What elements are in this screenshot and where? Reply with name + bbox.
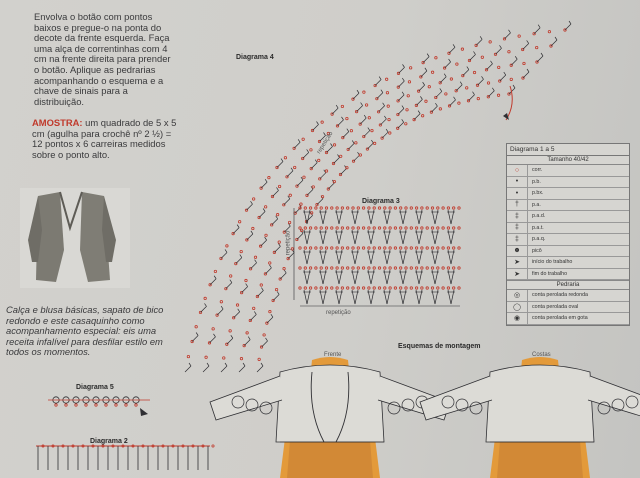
diagram3-label: Diagrama 3 bbox=[362, 198, 400, 205]
front-opening bbox=[310, 371, 350, 443]
legend-symbol-icon: ➤ bbox=[507, 257, 528, 268]
montagem-label: Esquemas de montagem bbox=[398, 343, 481, 350]
d4-end-arrow-icon bbox=[503, 113, 509, 120]
legend-row: ‡ p.a.d. bbox=[507, 211, 629, 223]
jacket-left-panel bbox=[36, 192, 64, 282]
legend-row: † p.a. bbox=[507, 199, 629, 211]
pedraria-row: ◯ conta perolada oval bbox=[507, 301, 629, 313]
legend-name: picô bbox=[532, 247, 542, 254]
jacket-right-panel bbox=[80, 192, 110, 282]
sleeve-motif bbox=[469, 401, 483, 415]
sleeve-motif bbox=[611, 398, 625, 412]
amostra-body: um quadrado de 5 x 5 cm (agulha para cro… bbox=[32, 117, 177, 160]
legend-name: fim do trabalho bbox=[532, 270, 568, 277]
pedraria-symbol-icon: ◎ bbox=[507, 290, 528, 301]
legend-table: Diagrama 1 a 5 Tamanho 40/42 ○ corr. • p.b.… bbox=[506, 143, 630, 326]
legend-symbol-icon: ○ bbox=[507, 165, 528, 176]
pedraria-row: ◎ conta perolada redonda bbox=[507, 290, 629, 302]
legend-row: ☻ picô bbox=[507, 245, 629, 257]
sleeve-motif bbox=[401, 398, 415, 412]
sleeve-motif bbox=[259, 401, 273, 415]
pedraria-row: ◉ conta perolada em gota bbox=[507, 313, 629, 325]
legend-row: ➤ fim do trabalho bbox=[507, 268, 629, 280]
sleeve-motif bbox=[387, 401, 401, 415]
legend-name: p.bx. bbox=[532, 190, 544, 197]
legend-row: ‡ p.a.q. bbox=[507, 234, 629, 246]
diagram3-repeat-side-label: repetição bbox=[285, 230, 292, 256]
pedraria-symbol-icon: ◉ bbox=[507, 313, 528, 324]
legend-symbol-icon: † bbox=[507, 199, 528, 210]
pedraria-rows: ◎ conta perolada redonda ◯ conta perolada o… bbox=[507, 290, 629, 325]
legend-symbol-icon: • bbox=[507, 188, 528, 199]
legend-size: Tamanho 40/42 bbox=[507, 156, 629, 165]
pedraria-symbol-icon: ◯ bbox=[507, 301, 528, 312]
torso-shade-shape bbox=[287, 440, 373, 478]
diagram4-label: Diagrama 4 bbox=[236, 54, 274, 61]
pedraria-name: conta perolada em gota bbox=[532, 315, 588, 322]
diagram5-label: Diagrama 5 bbox=[76, 384, 114, 391]
legend-name: p.a.d. bbox=[532, 213, 546, 220]
costas-label: Costas bbox=[532, 352, 551, 358]
legend-name: p.a. bbox=[532, 201, 541, 208]
left-sleeve-shape bbox=[209, 375, 283, 421]
legend-row: ➤ início do trabalho bbox=[507, 257, 629, 269]
intro-text: Envolva o botão com pontos baixos e preg… bbox=[34, 11, 171, 107]
legend-row: • p.bx. bbox=[507, 188, 629, 200]
legend-symbol-icon: • bbox=[507, 176, 528, 187]
legend-row: ‡ p.a.t. bbox=[507, 222, 629, 234]
sleeve-motif bbox=[455, 398, 469, 412]
jacket-body-shape bbox=[485, 364, 595, 443]
legend-rows: ○ corr. • p.b. • p.bx. † p.a. ‡ p.a.d. ‡ p.a.t. ‡ p.a… bbox=[507, 165, 629, 280]
sleeve-motif bbox=[231, 395, 245, 409]
legend-name: início do trabalho bbox=[532, 259, 573, 266]
pedraria-title: Pedraria bbox=[507, 280, 629, 290]
legend-symbol-icon: ‡ bbox=[507, 234, 528, 245]
legend-title: Diagrama 1 a 5 bbox=[507, 144, 629, 156]
sleeve-motif bbox=[245, 398, 259, 412]
legend-row: ○ corr. bbox=[507, 165, 629, 177]
legend-symbol-icon: ➤ bbox=[507, 268, 528, 279]
legend-symbol-icon: ☻ bbox=[507, 245, 528, 256]
legend-name: p.a.q. bbox=[532, 236, 546, 243]
torso-shade-shape bbox=[497, 440, 583, 478]
left-sleeve-shape bbox=[419, 375, 493, 421]
legend-name: p.a.t. bbox=[532, 224, 544, 231]
jacket-body-shape bbox=[275, 364, 385, 443]
sleeve-motif bbox=[441, 395, 455, 409]
photo-caption: Calça e blusa básicas, sapato de bico re… bbox=[6, 304, 164, 358]
diagram3-repeat-bottom-label: repetição bbox=[326, 310, 351, 316]
legend-row: • p.b. bbox=[507, 176, 629, 188]
legend-symbol-icon: ‡ bbox=[507, 222, 528, 233]
amostra-label: AMOSTRA: bbox=[32, 117, 83, 128]
diagram2-label: Diagrama 2 bbox=[90, 438, 128, 445]
sleeve-motif bbox=[625, 395, 639, 409]
frente-label: Frente bbox=[324, 352, 342, 358]
pedraria-name: conta perolada oval bbox=[532, 303, 579, 310]
right-sleeve-shape bbox=[587, 375, 640, 417]
legend-name: corr. bbox=[532, 167, 543, 174]
sleeve-motif bbox=[597, 401, 611, 415]
d5-arrow-icon bbox=[140, 408, 148, 416]
legend-symbol-icon: ‡ bbox=[507, 211, 528, 222]
legend-name: p.b. bbox=[532, 178, 541, 185]
amostra-text: AMOSTRA: um quadrado de 5 x 5 cm (agulha… bbox=[32, 117, 182, 160]
pedraria-name: conta perolada redonda bbox=[532, 292, 588, 299]
